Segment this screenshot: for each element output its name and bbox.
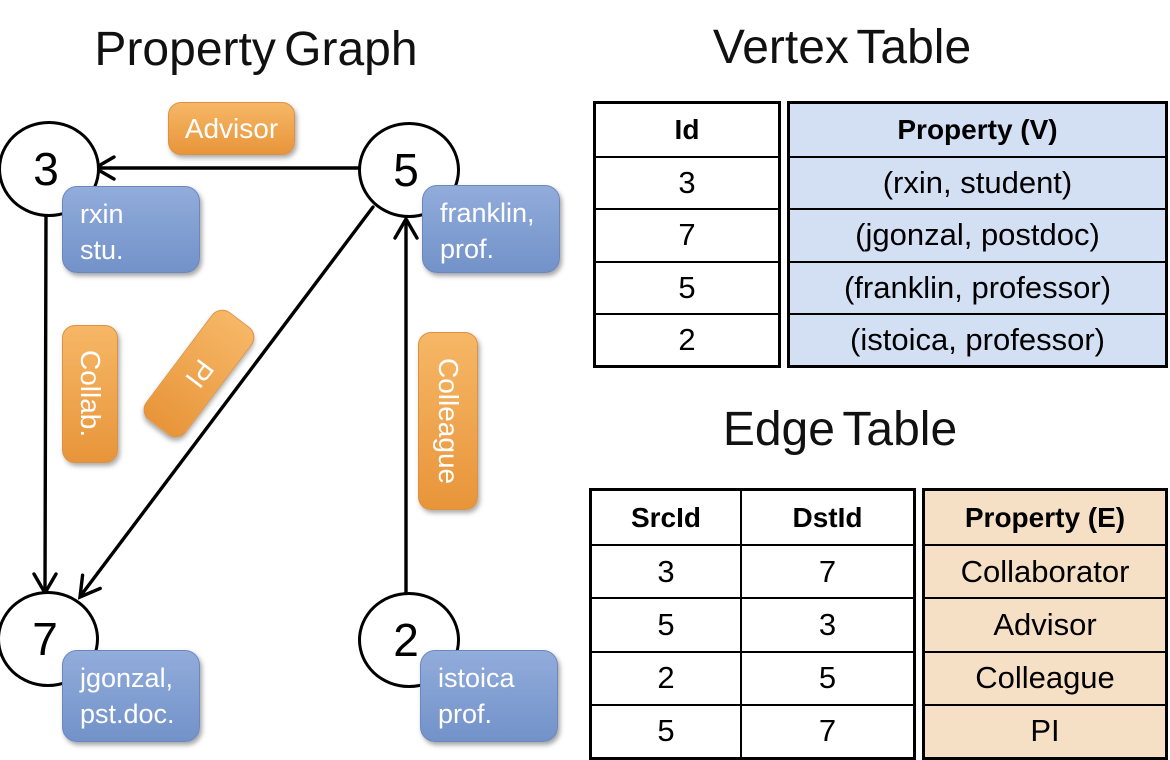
edge-row-srcid: 5 xyxy=(657,713,675,749)
edge-row-srcid: 3 xyxy=(657,553,675,589)
graph-edges-canvas xyxy=(32,155,419,600)
vertex-table-id-column: Id 3 7 5 2 xyxy=(593,101,781,368)
edge-row-dstid: 7 xyxy=(740,705,913,757)
edge-collaborator-line xyxy=(43,213,48,592)
vertex-row-property: (rxin, student) xyxy=(882,165,1073,201)
node-7-property-line2: pst.doc. xyxy=(80,699,175,729)
vertex-table-title: Vertex Table xyxy=(712,21,972,74)
edge-pi-arrowhead xyxy=(77,573,102,600)
edge-row-dstid: 7 xyxy=(740,546,913,598)
node-3-property-box: rxin stu. xyxy=(62,186,200,273)
edge-table-title: Edge Table xyxy=(722,403,958,456)
vertex-row-id: 3 xyxy=(678,165,696,201)
edge-row-dstid: 3 xyxy=(740,599,913,651)
node-2-property-line2: prof. xyxy=(438,699,493,729)
edge-row-property: Advisor xyxy=(993,606,1097,642)
node-7-property-box: jgonzal, pst.doc. xyxy=(62,650,200,742)
node-3-property-line1: rxin xyxy=(80,199,124,229)
vertex-table-header-id: Id xyxy=(674,114,700,146)
node-2-property-line1: istoica xyxy=(438,663,515,693)
edge-row-dstid: 5 xyxy=(740,652,913,704)
node-5-property-line1: franklin, xyxy=(440,198,535,228)
edge-row-property: Colleague xyxy=(975,660,1115,696)
edge-pi-line xyxy=(80,205,375,596)
node-7-property-line1: jgonzal, xyxy=(80,663,174,693)
edge-table-id-columns: SrcId DstId 3 7 5 3 2 5 5 7 xyxy=(589,488,916,760)
edge-table-header-dstid: DstId xyxy=(740,491,913,545)
node-3-property-line2: stu. xyxy=(80,235,124,265)
edge-row-property: Collaborator xyxy=(960,553,1130,589)
node-2-property-box: istoica prof. xyxy=(420,650,558,742)
vertex-table-header-property: Property (V) xyxy=(897,114,1058,146)
vertex-row-property: (franklin, professor) xyxy=(843,269,1112,305)
vertex-row-property: (istoica, professor) xyxy=(850,321,1105,357)
edge-row-srcid: 2 xyxy=(657,660,675,696)
edge-row-property: PI xyxy=(1030,713,1060,749)
vertex-row-id: 2 xyxy=(678,321,696,357)
edge-colleague-arrowhead xyxy=(393,215,419,240)
edge-table-header-property: Property (E) xyxy=(964,501,1126,533)
edge-row-srcid: 5 xyxy=(657,606,675,642)
vertex-row-property: (jgonzal, postdoc) xyxy=(855,217,1100,253)
node-5-property-line2: prof. xyxy=(440,234,495,264)
property-graph-title: Property Graph xyxy=(94,23,418,76)
vertex-row-id: 5 xyxy=(678,269,696,305)
edge-table-property-column: Property (E) Collaborator Advisor Collea… xyxy=(922,488,1168,760)
edge-label-collaborator: Collab. xyxy=(62,325,118,463)
edge-label-colleague: Colleague xyxy=(418,332,478,510)
vertex-row-id: 7 xyxy=(678,217,696,253)
node-5-property-box: franklin, prof. xyxy=(422,185,560,273)
edge-table-header-srcid: SrcId xyxy=(630,501,702,533)
edge-label-advisor: Advisor xyxy=(168,102,295,155)
vertex-table-property-column: Property (V) (rxin, student) (jgonzal, p… xyxy=(787,101,1168,368)
